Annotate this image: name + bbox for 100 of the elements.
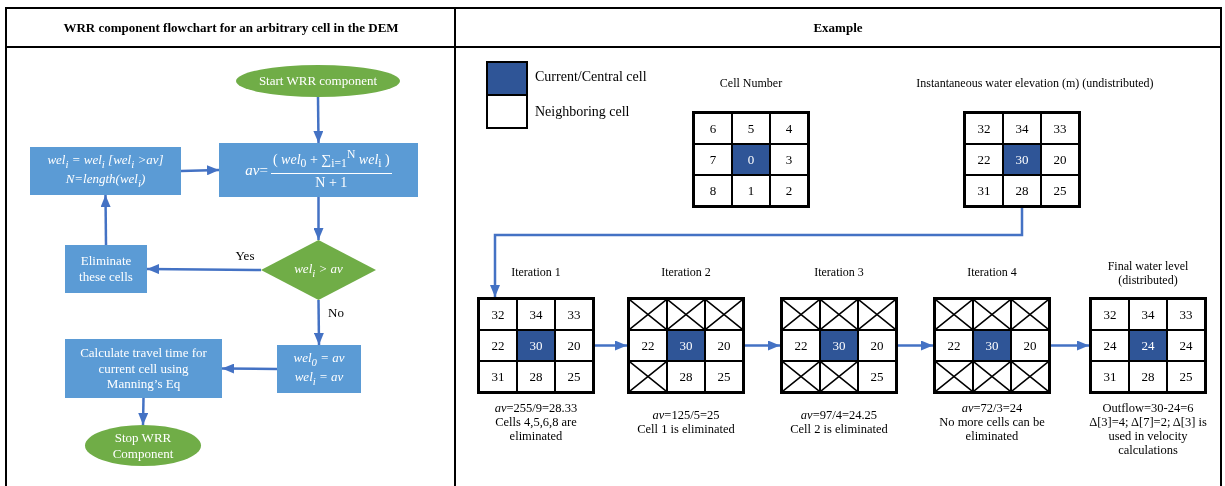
crossed-out-cell <box>667 299 705 330</box>
formula-text: wel$_{i}$ = av <box>294 369 344 388</box>
box-text: Stop WRR Component <box>111 429 175 462</box>
grid-cell: 34 <box>1003 113 1041 144</box>
grid-cell: 20 <box>705 330 743 361</box>
fraction-denominator: N + 1 <box>315 173 348 192</box>
crossed-out-cell <box>629 299 667 330</box>
grid-cell: 24 <box>1091 330 1129 361</box>
arrow <box>147 264 261 275</box>
grid-title: Cell Number <box>718 76 784 90</box>
grid-cell: 22 <box>479 330 517 361</box>
grid-cell: 25 <box>555 361 593 392</box>
grid-cell: 34 <box>517 299 555 330</box>
arrow <box>100 195 111 245</box>
formula-text: wel$_{i}$ = wel$_{i}$ [wel$_{i}$ >av] <box>47 152 164 171</box>
caption-text: Cell 1 is eliminated <box>636 422 736 436</box>
grid-cell: 33 <box>1167 299 1205 330</box>
grid-cell: 33 <box>1041 113 1079 144</box>
grid-cell: 28 <box>667 361 705 392</box>
grid-cell: 20 <box>858 330 896 361</box>
grid-cell: 31 <box>965 175 1003 206</box>
grid-cell: 30 <box>517 330 555 361</box>
crossed-out-cell <box>629 361 667 392</box>
process-box <box>65 245 147 293</box>
grid-title: Iteration 2 <box>660 265 712 279</box>
grid-title: Iteration 3 <box>813 265 865 279</box>
grid-title: Final water level (distributed) <box>1106 259 1190 287</box>
crossed-out-cell <box>1011 299 1049 330</box>
crossed-out-cell <box>782 299 820 330</box>
edge-label: No <box>327 306 345 320</box>
grid-title: Iteration 4 <box>966 265 1018 279</box>
grid-cell: 30 <box>820 330 858 361</box>
grid-cell: 2 <box>770 175 808 206</box>
caption-text: No more cells can be eliminated <box>938 415 1046 443</box>
grid-cell: 31 <box>1091 361 1129 392</box>
grid-cell: 20 <box>1011 330 1049 361</box>
decision-diamond <box>261 240 376 300</box>
grid-cell: 28 <box>1003 175 1041 206</box>
grid-cell: 4 <box>770 113 808 144</box>
grid-cell: 1 <box>732 175 770 206</box>
box-text: Start WRR component <box>258 73 378 89</box>
caption-text: Outflow=30-24=6 Δ[3]=4; Δ[7]=2; Δ[3] is used in velocity calculations <box>1088 401 1208 457</box>
formula-text: wel$_{i}$ > av <box>294 260 343 280</box>
caption-text: av=72/3=24 <box>960 401 1024 415</box>
arrow <box>745 340 780 351</box>
arrow <box>138 397 149 426</box>
grid-cell: 8 <box>694 175 732 206</box>
grid-cell: 33 <box>555 299 593 330</box>
grid-cell: 22 <box>629 330 667 361</box>
grid-cell: 32 <box>1091 299 1129 330</box>
arrow <box>490 208 1024 297</box>
caption-text: Cells 4,5,6,8 are eliminated <box>494 415 578 443</box>
grid-cell: 6 <box>694 113 732 144</box>
arrow <box>313 300 324 345</box>
caption-text: av=97/4=24.25 <box>799 408 879 422</box>
grid-cell: 31 <box>479 361 517 392</box>
arrow <box>313 97 324 143</box>
caption-text: Cell 2 is eliminated <box>789 422 889 436</box>
grid-cell: 30 <box>667 330 705 361</box>
formula-text: av= <box>245 161 268 179</box>
arrow <box>595 340 627 351</box>
grid-cell: 25 <box>1167 361 1205 392</box>
grid-cell: 22 <box>935 330 973 361</box>
arrow <box>1051 340 1089 351</box>
grid-cell: 0 <box>732 144 770 175</box>
grid-cell: 5 <box>732 113 770 144</box>
formula-box <box>30 147 181 195</box>
crossed-out-cell <box>705 299 743 330</box>
grid-cell: 22 <box>782 330 820 361</box>
crossed-out-cell <box>820 361 858 392</box>
grid-cell: 34 <box>1129 299 1167 330</box>
fraction-numerator: ( wel$_{0}$ + ∑$_{i=1}$$^{N}$ wel$_{i}$ ) <box>270 148 392 174</box>
grid-cell: 32 <box>965 113 1003 144</box>
legend-text: Neighboring cell <box>535 104 630 120</box>
crossed-out-cell <box>858 299 896 330</box>
formula-box <box>219 143 418 197</box>
grid-cell: 30 <box>1003 144 1041 175</box>
grid-cell: 28 <box>517 361 555 392</box>
crossed-out-cell <box>973 299 1011 330</box>
legend-text: Current/Central cell <box>535 69 647 85</box>
grid-cell: 25 <box>858 361 896 392</box>
table-header: Example <box>813 20 863 36</box>
grid-cell: 32 <box>479 299 517 330</box>
box-text: Calculate travel time for current cell using Manning’s Eq <box>79 345 208 392</box>
grid-cell: 7 <box>694 144 732 175</box>
grid-title: Instantaneous water elevation (m) (undistributed) <box>915 76 1155 90</box>
arrow <box>180 165 220 176</box>
grid-cell: 3 <box>770 144 808 175</box>
caption-text: av=125/5=25 <box>651 408 721 422</box>
grid-cell: 24 <box>1129 330 1167 361</box>
arrow <box>898 340 933 351</box>
grid-cell: 20 <box>555 330 593 361</box>
grid-cell: 30 <box>973 330 1011 361</box>
crossed-out-cell <box>782 361 820 392</box>
grid-cell: 22 <box>965 144 1003 175</box>
crossed-out-cell <box>1011 361 1049 392</box>
crossed-out-cell <box>820 299 858 330</box>
process-box <box>65 339 222 398</box>
formula-box <box>277 345 361 393</box>
arrow <box>222 363 277 374</box>
